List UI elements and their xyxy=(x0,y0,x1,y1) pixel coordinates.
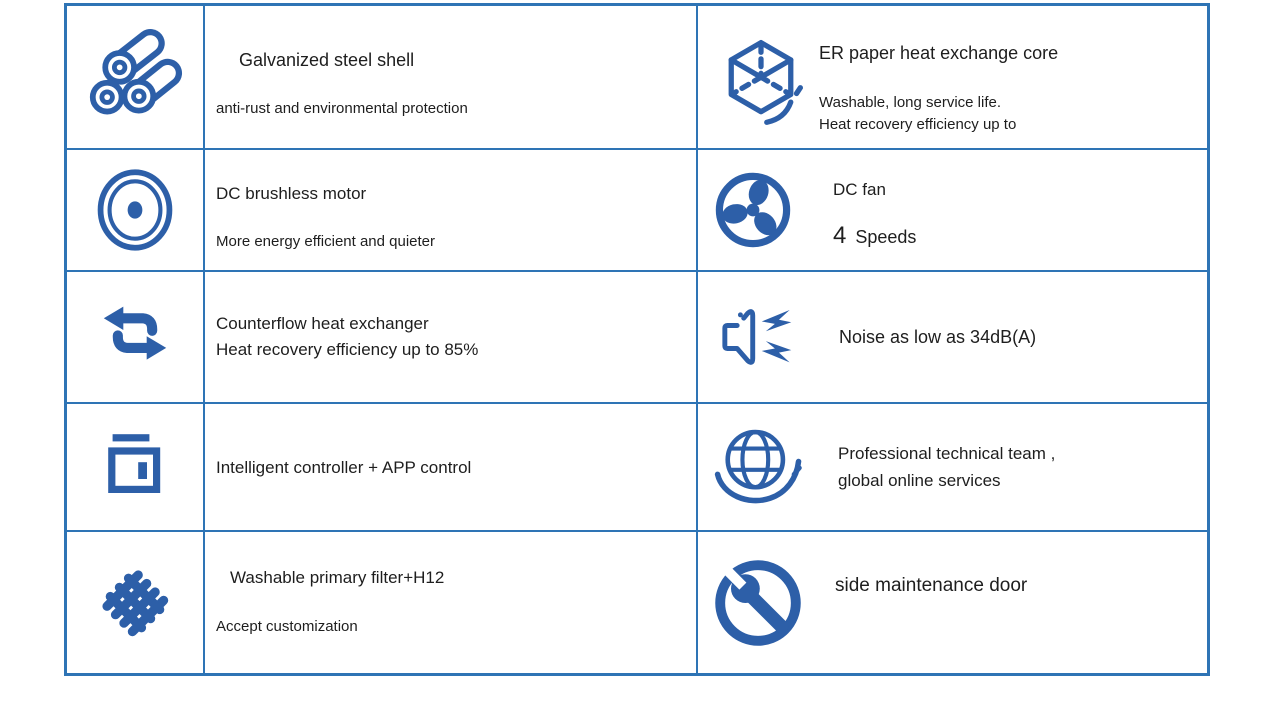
feature-title: Washable primary filter+H12 xyxy=(230,568,445,587)
exchange-arrows-icon xyxy=(96,298,174,376)
motor-icon xyxy=(94,167,176,253)
feature-subtitle-line2: Heat recovery efficiency up to xyxy=(819,115,1017,133)
feature-title-line2: Heat recovery efficiency up to 85% xyxy=(216,340,479,359)
feature-title: ER paper heat exchange core xyxy=(819,42,1059,63)
feature-subtitle: More energy efficient and quieter xyxy=(216,233,436,250)
feature-cell-controller: Intelligent controller + APP control xyxy=(67,404,698,532)
feature-title-line2: global online services xyxy=(838,471,1001,490)
feature-subtitle-line1: Washable, long service life. xyxy=(819,93,1002,111)
feature-subtitle: anti-rust and environmental protection xyxy=(216,100,468,117)
speaker-icon xyxy=(713,296,799,378)
fan-speeds-label: Speeds xyxy=(855,226,917,247)
wrench-icon xyxy=(713,558,803,648)
feature-cell-technical-team: Professional technical team , global onl… xyxy=(698,404,1207,532)
feature-cell-counterflow: Counterflow heat exchanger Heat recovery… xyxy=(67,272,698,404)
feature-title-line1: Counterflow heat exchanger xyxy=(216,314,429,333)
feature-cell-dc-fan: DC fan 4 Speeds xyxy=(698,150,1207,272)
feature-title: Intelligent controller + APP control xyxy=(216,457,472,477)
feature-cell-maintenance-door: side maintenance door xyxy=(698,532,1207,673)
feature-table: Galvanized steel shell anti-rust and env… xyxy=(64,3,1210,676)
feature-cell-noise: Noise as low as 34dB(A) xyxy=(698,272,1207,404)
feature-title: DC brushless motor xyxy=(216,184,367,203)
feature-subtitle: Accept customization xyxy=(216,618,358,635)
pipes-icon xyxy=(87,29,183,125)
controller-icon xyxy=(95,427,175,507)
feature-title: side maintenance door xyxy=(835,574,1028,596)
feature-cell-filter: Washable primary filter+H12 Accept custo… xyxy=(67,532,698,673)
feature-title: Noise as low as 34dB(A) xyxy=(839,326,1037,347)
feature-cell-galvanized-shell: Galvanized steel shell anti-rust and env… xyxy=(67,6,698,150)
fan-speeds: 4 Speeds xyxy=(833,222,916,250)
fan-icon xyxy=(713,170,793,250)
feature-title-line1: Professional technical team , xyxy=(838,444,1056,463)
cube-rotate-icon xyxy=(713,31,809,131)
mesh-filter-icon xyxy=(89,557,181,649)
feature-title: Galvanized steel shell xyxy=(239,50,415,70)
fan-speeds-value: 4 xyxy=(833,221,847,249)
feature-title: DC fan xyxy=(833,179,886,199)
feature-cell-dc-motor: DC brushless motor More energy efficient… xyxy=(67,150,698,272)
globe-icon xyxy=(713,421,805,513)
feature-cell-er-core: ER paper heat exchange core Washable, lo… xyxy=(698,6,1207,150)
